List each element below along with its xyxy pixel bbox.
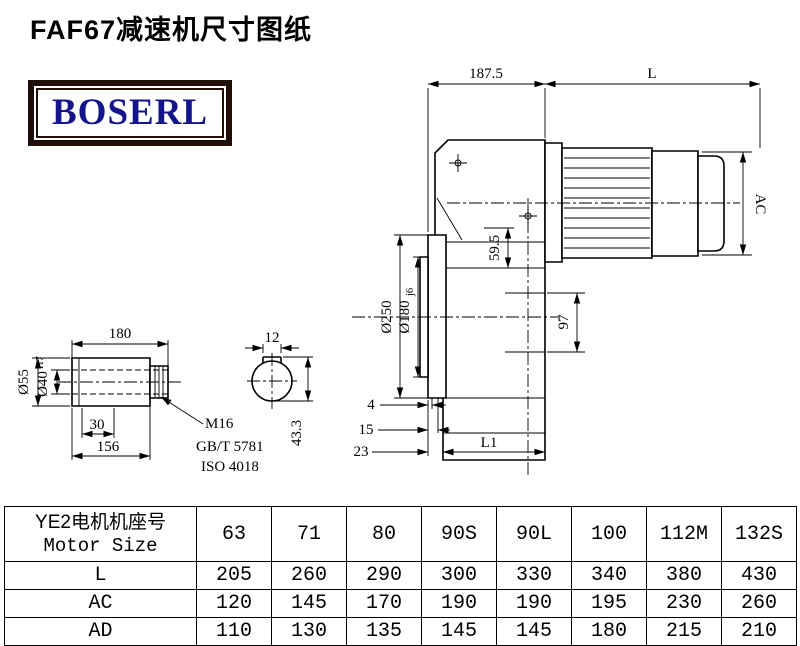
table-cell: 260 — [271, 561, 347, 590]
table-cell: 170 — [346, 589, 422, 618]
table-cell: 340 — [571, 561, 647, 590]
table-cell: 110 — [196, 617, 272, 646]
keyway-detail — [245, 344, 313, 409]
dim-180-label: 180 — [109, 326, 132, 342]
standard-gb-label: GB/T 5781 — [196, 439, 264, 455]
table-row-L: L 205 260 290 300 330 340 380 430 — [4, 561, 797, 590]
table-cell: 330 — [496, 561, 572, 590]
table-cell: 145 — [421, 617, 497, 646]
dim-L-label: L — [647, 66, 656, 82]
shaft-detail — [32, 340, 204, 460]
table-header-cell: 90L — [496, 506, 572, 562]
table-cell: 145 — [496, 617, 572, 646]
table-cell: 380 — [646, 561, 722, 590]
table-cell: 195 — [571, 589, 647, 618]
table-header-cell: 100 — [571, 506, 647, 562]
dim-30-label: 30 — [90, 417, 105, 433]
row-label-cell: AC — [4, 589, 197, 618]
dim-15-label: 15 — [359, 422, 374, 438]
dim-43-3-label: 43.3 — [289, 420, 305, 446]
dim-L1-label: L1 — [481, 435, 498, 451]
motor — [544, 142, 725, 263]
dim-12-label: 12 — [265, 330, 280, 346]
table-header-cell: 80 — [346, 506, 422, 562]
motor-fan-cover — [697, 155, 725, 252]
table-cell: 215 — [646, 617, 722, 646]
table-cell: 190 — [421, 589, 497, 618]
table-cell: 180 — [571, 617, 647, 646]
dim-AC-label: AC — [752, 194, 768, 215]
dim-d180-label: Ø180 — [397, 300, 413, 333]
table-cell: 120 — [196, 589, 272, 618]
page-title: FAF67减速机尺寸图纸 — [30, 15, 313, 45]
dim-d180-fit-label: j6 — [405, 288, 416, 297]
centerlines — [352, 198, 740, 476]
table-header-cell: 112M — [646, 506, 722, 562]
dim-d55-label: Ø55 — [16, 369, 32, 395]
table-cell: 130 — [271, 617, 347, 646]
table-row-AD: AD 110 130 135 145 145 180 215 210 — [4, 617, 797, 646]
table-cell: 205 — [196, 561, 272, 590]
brand-logo: BOSERL — [28, 80, 233, 146]
dim-23-label: 23 — [354, 444, 369, 460]
motor-size-header-cell: YE2电机机座号 Motor Size — [4, 506, 197, 562]
dim-d250-label: Ø250 — [379, 300, 395, 333]
dim-4-label: 4 — [367, 397, 375, 413]
motor-size-label-cn: YE2电机机座号 — [35, 512, 166, 533]
dim-156-label: 156 — [97, 439, 120, 455]
motor-end-bell — [651, 150, 699, 257]
dimension-labels: 187.5 L AC Ø250 Ø180 j6 59.5 97 4 15 23 … — [16, 66, 768, 475]
thread-spec-label: M16 — [205, 416, 234, 432]
table-cell: 210 — [721, 617, 797, 646]
dim-d40-label: Ø40 — [35, 371, 51, 397]
dim-59-5-label: 59.5 — [487, 235, 503, 261]
table-cell: 190 — [496, 589, 572, 618]
table-row-AC: AC 120 145 170 190 190 195 230 260 — [4, 589, 797, 618]
table-header-cell: 63 — [196, 506, 272, 562]
table-cell: 430 — [721, 561, 797, 590]
motor-size-label-en: Motor Size — [43, 535, 158, 557]
dimension-table: YE2电机机座号 Motor Size 63 71 80 90S 90L 100… — [4, 506, 797, 646]
row-label-cell: L — [4, 561, 197, 590]
dim-97-label: 97 — [556, 314, 572, 330]
table-cell: 300 — [421, 561, 497, 590]
table-cell: 135 — [346, 617, 422, 646]
bolt-hole-marker — [449, 154, 467, 172]
standard-iso-label: ISO 4018 — [201, 459, 259, 475]
dimension-lines — [372, 80, 761, 456]
table-cell: 260 — [721, 589, 797, 618]
row-label-cell: AD — [4, 617, 197, 646]
dim-d40-fit-label: H7 — [35, 356, 46, 369]
motor-adapter — [544, 142, 563, 263]
table-cell: 230 — [646, 589, 722, 618]
brand-logo-text: BOSERL — [36, 88, 225, 138]
table-header-cell: 90S — [421, 506, 497, 562]
motor-fins — [564, 157, 650, 249]
dim-187-5-label: 187.5 — [469, 66, 503, 82]
table-header-cell: 71 — [271, 506, 347, 562]
table-cell: 290 — [346, 561, 422, 590]
table-header-cell: 132S — [721, 506, 797, 562]
output-flange — [419, 234, 447, 399]
table-header-row: YE2电机机座号 Motor Size 63 71 80 90S 90L 100… — [4, 506, 797, 562]
table-cell: 145 — [271, 589, 347, 618]
